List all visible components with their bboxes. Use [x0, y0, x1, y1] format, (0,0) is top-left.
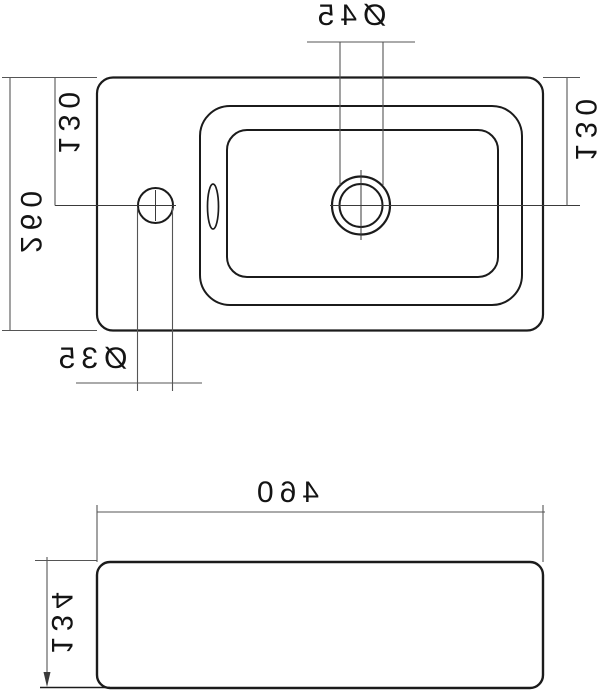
front-view: [35, 505, 545, 690]
overflow-slot: [206, 183, 220, 230]
plan-dimension-lines: [2, 41, 580, 391]
front-dimension-lines: [35, 505, 545, 685]
centerlines: [55, 170, 580, 240]
faucet-diameter-label: Ø35: [52, 342, 128, 375]
drain-diameter-label: Ø45: [311, 0, 387, 32]
width-label: 460: [250, 476, 320, 509]
basin-bottom-outline: [226, 129, 499, 278]
height-label: 134: [45, 585, 78, 655]
height-arrow-down-icon: [43, 672, 51, 687]
basin-body-outline: [95, 560, 545, 690]
offset-left-label: 130: [52, 85, 85, 155]
sink-outer-outline: [95, 76, 545, 332]
depth-label: 260: [14, 184, 47, 254]
offset-right-label: 130: [569, 92, 601, 162]
plan-view: [2, 41, 580, 391]
